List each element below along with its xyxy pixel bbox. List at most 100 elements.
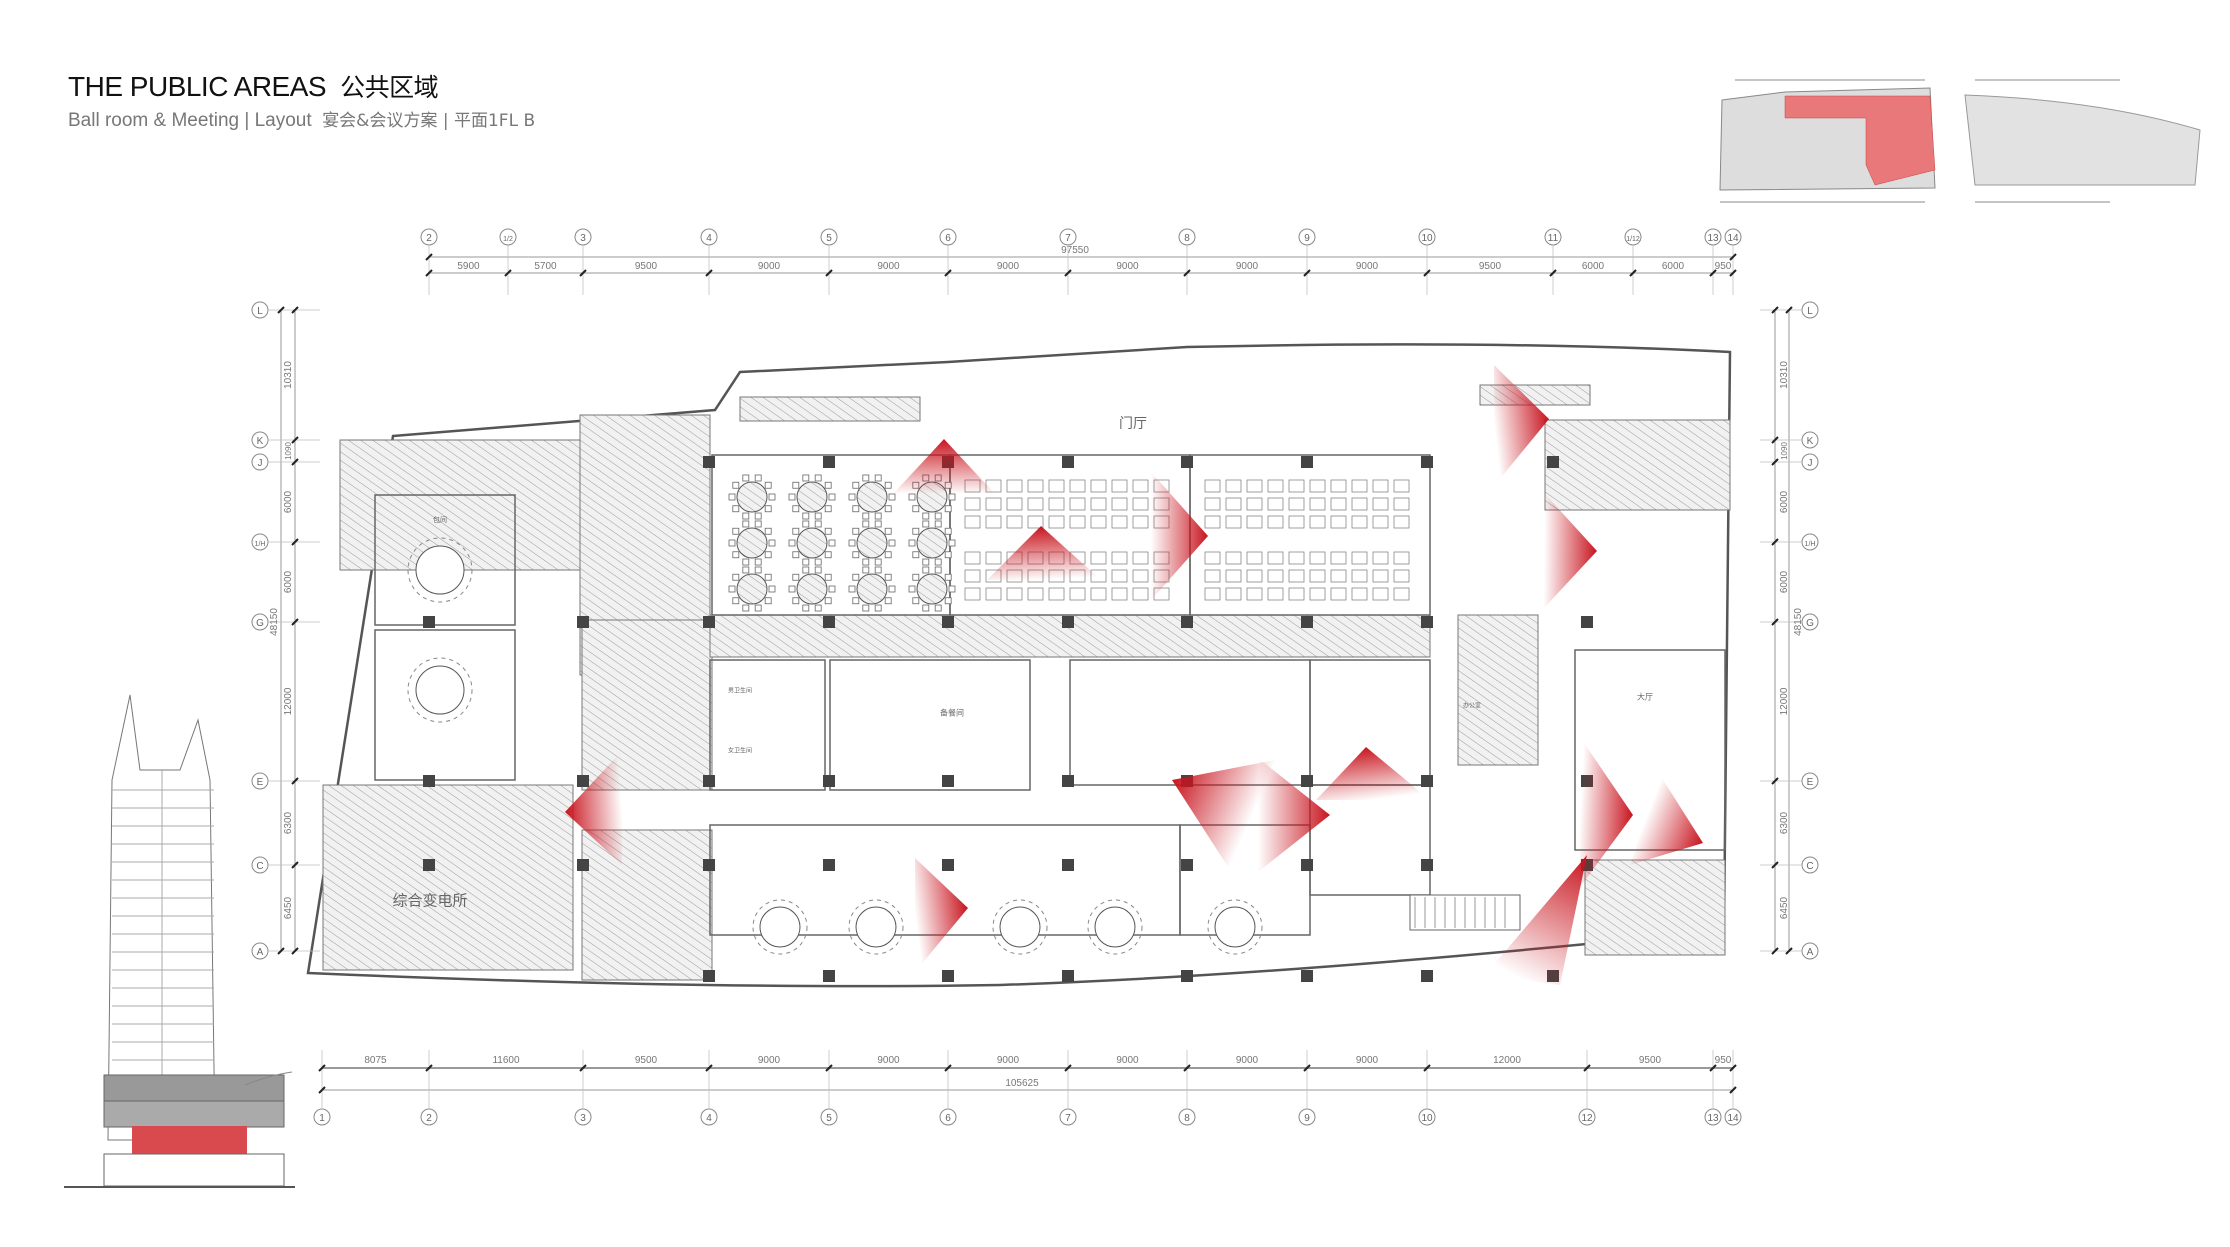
column <box>703 616 715 628</box>
seat-desk <box>1309 587 1326 601</box>
chair <box>754 558 762 566</box>
column <box>423 616 435 628</box>
chair <box>788 539 796 547</box>
chair <box>852 505 860 513</box>
seat-desk <box>1246 551 1263 565</box>
chair <box>764 481 772 489</box>
chair <box>802 512 810 520</box>
grid-left-7-label: A <box>257 947 264 958</box>
chair <box>792 505 800 513</box>
dimension-right-2: 6000 <box>1779 490 1790 513</box>
grid-top-1-label: 1/2 <box>503 236 513 243</box>
dimension-tick <box>291 861 299 869</box>
round-table <box>916 527 948 559</box>
chair <box>824 597 832 605</box>
dimension-tick <box>291 777 299 785</box>
chair <box>912 505 920 513</box>
seat-desk <box>1393 569 1410 583</box>
dimension-tick <box>944 1064 952 1072</box>
seat-desk <box>1027 479 1044 493</box>
column <box>1421 859 1433 871</box>
grid-bottom-8-bubble <box>1298 1108 1316 1126</box>
circulation-arrow <box>893 439 995 494</box>
chair <box>922 558 930 566</box>
grid-right-5-label: E <box>1807 777 1814 788</box>
round-table <box>1094 906 1136 948</box>
chair <box>912 551 920 559</box>
page-subtitle: Ball room & Meeting | Layout 宴会&会议方案 | 平… <box>68 106 535 132</box>
seat-desk <box>1006 515 1023 529</box>
chair <box>732 573 740 581</box>
chair <box>884 551 892 559</box>
chair <box>754 566 762 574</box>
chair <box>862 512 870 520</box>
column <box>703 775 715 787</box>
dimension-tick <box>825 269 833 277</box>
seat-desk <box>1309 569 1326 583</box>
room-label-lobby: 门厅 <box>1119 416 1147 432</box>
seat-desk <box>1006 497 1023 511</box>
seat-desk <box>1288 479 1305 493</box>
tower-elevation <box>64 694 295 1188</box>
seat-desk <box>1393 497 1410 511</box>
room-label-substation: 综合变电所 <box>392 891 468 910</box>
chair <box>802 474 810 482</box>
room-label-restroom-f: 女卫生间 <box>727 747 753 755</box>
seat-desk <box>964 497 981 511</box>
seat-desk <box>1048 479 1065 493</box>
round-table <box>856 573 888 605</box>
seat-desk <box>1309 515 1326 529</box>
seat-desk <box>1090 515 1107 529</box>
core-northeast <box>1544 419 1731 511</box>
seat-desk <box>1246 515 1263 529</box>
dimension-tick <box>1709 1064 1717 1072</box>
circulation-arrow <box>1580 737 1633 887</box>
service-zone-nw <box>339 439 581 571</box>
chair <box>888 493 896 501</box>
private-room-south <box>374 629 516 781</box>
dimension-bottom-1: 11600 <box>492 1055 520 1066</box>
seat-desk <box>1069 497 1086 511</box>
chair <box>742 520 750 528</box>
seat-desk <box>1330 551 1347 565</box>
seat-desk <box>1351 497 1368 511</box>
grid-bottom-2-bubble <box>574 1108 592 1126</box>
dimension-bottom-0: 8075 <box>364 1055 387 1066</box>
dimension-tick <box>1729 1086 1737 1094</box>
seat-desk <box>1309 497 1326 511</box>
grid-bottom-12-label: 14 <box>1727 1113 1739 1124</box>
chair <box>728 585 736 593</box>
dimension-left-3: 6000 <box>283 570 294 593</box>
chair <box>814 558 822 566</box>
grid-left-1-label: K <box>257 436 264 447</box>
chair <box>948 539 956 547</box>
grid-top-9-label: 10 <box>1421 233 1433 244</box>
dimension-bottom-2: 9500 <box>635 1055 658 1066</box>
chair <box>862 566 870 574</box>
column <box>1301 775 1313 787</box>
dimension-top-12: 950 <box>1715 261 1732 272</box>
dimension-top-10: 6000 <box>1582 261 1605 272</box>
dimension-right-4: 12000 <box>1779 687 1790 715</box>
chair <box>792 597 800 605</box>
grid-bottom-1-label: 2 <box>426 1113 432 1124</box>
chair <box>768 539 776 547</box>
seat-desk <box>964 551 981 565</box>
seat-desk <box>1330 515 1347 529</box>
seat-desk <box>1204 569 1221 583</box>
chair <box>848 493 856 501</box>
seat-desk <box>1048 497 1065 511</box>
grid-top-10-label: 11 <box>1548 233 1559 244</box>
column <box>1421 775 1433 787</box>
basement <box>103 1153 285 1187</box>
chair <box>948 493 956 501</box>
seat-desk <box>964 515 981 529</box>
chairs-ring <box>407 657 473 723</box>
seat-desk <box>1048 515 1065 529</box>
seat-desk <box>1267 569 1284 583</box>
grid-bottom-9-label: 10 <box>1421 1113 1433 1124</box>
chair <box>824 481 832 489</box>
seat-desk <box>1069 587 1086 601</box>
seat-desk <box>1288 551 1305 565</box>
